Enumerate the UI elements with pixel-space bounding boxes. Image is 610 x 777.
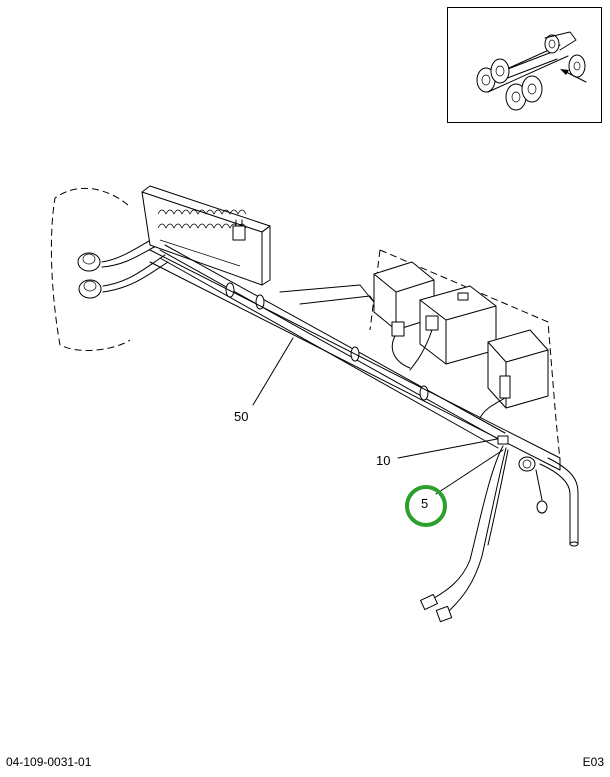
callout-5: 5 xyxy=(421,496,429,511)
truck-chassis-thumbnail xyxy=(476,31,586,111)
document-number: 04-109-0031-01 xyxy=(6,755,92,769)
fuse-block xyxy=(141,185,271,286)
page-code: E03 xyxy=(582,755,604,769)
connector-plug-icon xyxy=(420,594,438,610)
locator-arrow-icon xyxy=(560,69,587,83)
module-panel xyxy=(369,249,561,461)
relay-stud-icon xyxy=(232,219,246,241)
module-connectors xyxy=(391,315,511,419)
bulkhead-grommet xyxy=(497,435,548,514)
pigtail-harness xyxy=(420,445,509,623)
conduit-tube xyxy=(539,457,579,547)
electronic-module xyxy=(487,329,549,409)
callout-highlight-ring xyxy=(405,485,447,527)
callout-50: 50 xyxy=(234,409,249,424)
locator-inset xyxy=(447,7,602,123)
leader-lines xyxy=(252,337,504,495)
bolt-icon xyxy=(78,279,102,299)
mounting-panel xyxy=(50,187,131,351)
terminal-coils xyxy=(157,209,247,267)
callout-10: 10 xyxy=(376,453,391,468)
bolt-icon xyxy=(77,252,101,272)
connector-plug-icon xyxy=(435,605,453,623)
